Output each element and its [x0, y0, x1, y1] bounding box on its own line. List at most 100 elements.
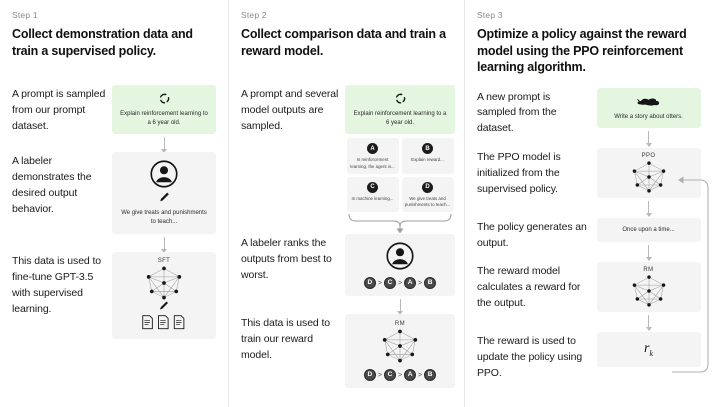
step-1-body: A prompt is sampled from our prompt data…: [12, 85, 216, 339]
step-3-column: Step 3 Optimize a policy against the rew…: [464, 0, 720, 407]
prompt-card-text: Write a story about otters.: [614, 113, 683, 120]
step-1-label: Step 1: [12, 10, 38, 20]
rank-separator: >: [377, 279, 382, 287]
rank-badge-1: D: [363, 369, 376, 381]
step-3-row-3: The policy generates an output. Once upo…: [477, 218, 708, 264]
step-3-caption-4: The reward model calculates a reward for…: [477, 265, 581, 310]
step-2-visual-1: Explain reinforcement learning to a 6 ye…: [345, 85, 455, 234]
neural-network-icon: [632, 161, 665, 193]
arrow-down: [644, 131, 654, 148]
otter-icon: [636, 97, 659, 106]
rank-badge-4: B: [424, 277, 437, 289]
step-3-caption-2: The PPO model is initialized from the su…: [477, 151, 561, 196]
rank-badge-1: D: [363, 277, 376, 289]
output-card: Once upon a time...: [596, 218, 701, 243]
step-1-visual-2: We give treats and punishments to teach.…: [112, 152, 216, 255]
rm-card-title: RM: [643, 267, 654, 274]
brace-merge-arrow: [348, 213, 452, 234]
step-3-caption-1: A new prompt is sampled from the dataset…: [477, 90, 557, 135]
output-option-a: A In reinforcement learning, the agent i…: [346, 138, 399, 174]
output-badge: C: [367, 181, 378, 193]
rank-separator: >: [397, 279, 403, 287]
prompt-card: Explain reinforcement learning to a 6 ye…: [345, 85, 455, 135]
output-option-d: D We give treats and punishments to teac…: [401, 176, 454, 212]
step-2-label: Step 2: [241, 10, 267, 20]
step-2-column: Step 2 Collect comparison data and train…: [228, 0, 464, 407]
step-2-caption-1: A prompt and several model outputs are s…: [241, 88, 339, 132]
step-1-column: Step 1 Collect demonstration data and tr…: [0, 0, 228, 407]
step-2-title: Collect comparison data and train a rewa…: [241, 27, 446, 58]
step-2-row-3: This data is used to train our reward mo…: [241, 314, 455, 388]
reward-symbol-base: r: [643, 341, 650, 357]
output-text: We give treats and punishments to teach.…: [404, 195, 451, 207]
neural-network-icon: [382, 329, 418, 363]
step-2-visual-2: D > C > A > B: [345, 234, 455, 318]
step-3-body: A new prompt is sampled from the dataset…: [477, 87, 708, 383]
step-3-visual-3: Once upon a time...: [589, 218, 708, 264]
output-option-b: B Explain reward...: [401, 138, 454, 174]
output-badge: B: [422, 143, 433, 155]
output-text: Explain reward...: [411, 157, 444, 163]
step-2-row-2: A labeler ranks the outputs from best to…: [241, 234, 455, 318]
step-3-caption-5: The reward is used to update the policy …: [477, 335, 583, 380]
step-3-caption-3: The policy generates an output.: [477, 221, 587, 250]
step-3-label: Step 3: [477, 10, 503, 20]
rank-badge-2: C: [383, 277, 396, 289]
sft-card-title: SFT: [157, 257, 171, 264]
rank-badge-2: C: [383, 369, 396, 381]
reward-value-card: rk: [596, 332, 701, 367]
step-3-row-2: The PPO model is initialized from the su…: [477, 148, 708, 220]
sft-card: SFT: [112, 251, 216, 339]
arrow-down: [644, 201, 654, 218]
prompt-card-text: Explain reinforcement learning to a 6 ye…: [353, 111, 447, 126]
step-3-row-5: The reward is used to update the policy …: [477, 332, 708, 382]
step-3-visual-2: PPO: [589, 148, 708, 220]
rank-separator: >: [418, 371, 423, 379]
ppo-card-title: PPO: [641, 153, 656, 160]
output-text: In reinforcement learning, the agent is.…: [350, 157, 395, 169]
arrow-down: [159, 137, 169, 154]
step-3-visual-4: RM: [589, 262, 708, 334]
arrow-down: [644, 315, 654, 332]
model-outputs-grid: A In reinforcement learning, the agent i…: [346, 138, 454, 212]
labeler-card: We give treats and punishments to teach.…: [112, 152, 216, 234]
step-1-visual-3: SFT: [112, 251, 216, 339]
rm-card-title: RM: [394, 321, 406, 327]
step-1-row-1: A prompt is sampled from our prompt data…: [12, 85, 216, 156]
step-1-visual-1: Explain reinforcement learning to a 6 ye…: [112, 85, 216, 156]
rank-separator: >: [377, 371, 382, 379]
step-1-title: Collect demonstration data and train a s…: [12, 27, 193, 58]
ranking-row: D > C > A > B: [363, 369, 437, 381]
step-2-body: A prompt and several model outputs are s…: [241, 85, 455, 388]
rank-separator: >: [397, 371, 403, 379]
step-3-row-1: A new prompt is sampled from the dataset…: [477, 87, 708, 151]
step-1-row-2: A labeler demonstrates the desired outpu…: [12, 152, 216, 255]
output-text: In machine learning...: [351, 195, 394, 201]
prompt-card-text: Explain reinforcement learning to a 6 ye…: [120, 111, 208, 126]
reward-symbol: rk: [644, 341, 653, 358]
step-3-visual-1: Write a story about otters.: [589, 87, 708, 151]
step-2-row-1: A prompt and several model outputs are s…: [241, 85, 455, 234]
recycle-loop-icon: [159, 93, 169, 104]
neural-network-icon: [146, 266, 182, 300]
neural-network-icon: [632, 275, 665, 307]
step-2-visual-3: RM D: [345, 314, 455, 388]
pen-icon: [159, 193, 169, 202]
output-badge: D: [422, 181, 433, 193]
step-2-caption-2: A labeler ranks the outputs from best to…: [241, 237, 332, 281]
rank-badge-4: B: [424, 369, 437, 381]
pen-icon: [160, 301, 168, 310]
person-icon: [386, 242, 414, 270]
output-option-c: C In machine learning...: [346, 176, 399, 212]
step-1-caption-2: A labeler demonstrates the desired outpu…: [12, 155, 92, 216]
rm-card: RM: [596, 262, 701, 313]
arrow-down: [159, 236, 169, 253]
prompt-card: Write a story about otters.: [596, 87, 701, 129]
step-1-caption-1: A prompt is sampled from our prompt data…: [12, 88, 106, 132]
rank-badge-3: A: [404, 369, 417, 381]
step-3-title: Optimize a policy against the reward mod…: [477, 27, 687, 74]
prompt-card: Explain reinforcement learning to a 6 ye…: [112, 85, 216, 135]
loop-arrowhead-icon: [164, 93, 167, 96]
person-icon: [150, 160, 178, 188]
